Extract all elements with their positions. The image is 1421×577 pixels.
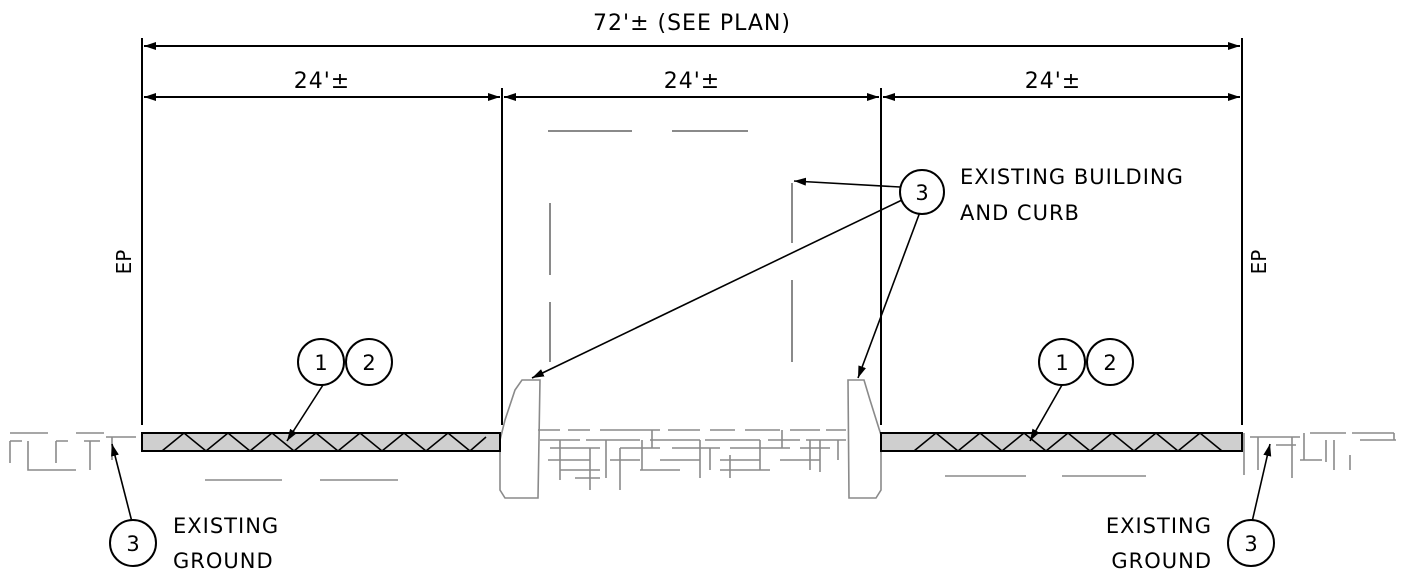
ground-right-leader [1251, 443, 1272, 523]
callout-number: 3 [915, 181, 928, 205]
callout-bubble-3-building [899, 169, 945, 215]
callout-pavement-left: 1 2 [297, 338, 393, 386]
left-dimension-label: 24'± [294, 69, 350, 94]
overall-dimension-label: 72'± (SEE PLAN) [593, 11, 791, 36]
ground-left-leader [111, 443, 133, 523]
curb-right-leader [857, 211, 921, 379]
callout-pavement-right: 1 2 [1038, 338, 1134, 386]
callout-ground-left: 3 EXISTING GROUND [109, 514, 279, 573]
pavement-left-leader [286, 384, 324, 442]
overall-dimension: 72'± (SEE PLAN) [141, 11, 1243, 425]
ground-right-note-line1: EXISTING [1106, 514, 1212, 538]
callout-number: 3 [126, 532, 139, 556]
right-dimension-label: 24'± [1025, 69, 1081, 94]
pavement-section-right [880, 431, 1243, 477]
building-leader [793, 177, 901, 188]
callout-building: 3 EXISTING BUILDING AND CURB [899, 165, 1184, 225]
callout-number: 2 [1103, 351, 1116, 375]
callout-number: 1 [314, 351, 327, 375]
pavement-section-left [141, 431, 501, 481]
ground-left-note-line1: EXISTING [173, 514, 279, 538]
curb-left-leader [531, 199, 903, 379]
building-note-line1: EXISTING BUILDING [960, 165, 1184, 189]
ground-right-note-line2: GROUND [1111, 549, 1212, 573]
leader-lines [111, 177, 1272, 523]
middle-dimension-label: 24'± [664, 69, 720, 94]
segment-dimensions: 24'± 24'± 24'± [144, 69, 1240, 425]
callout-number: 3 [1244, 532, 1257, 556]
existing-building-hidden-lines [548, 130, 793, 362]
callout-number: 2 [362, 351, 375, 375]
left-ep-label: EP [112, 250, 136, 275]
building-note-line2: AND CURB [960, 201, 1080, 225]
callout-number: 1 [1055, 351, 1068, 375]
callout-bubble-3-ground-left [109, 519, 157, 567]
callout-bubble-2-left [345, 338, 393, 386]
callout-ground-right: 3 EXISTING GROUND [1106, 514, 1275, 573]
existing-curb-left [499, 379, 541, 499]
right-ep-label: EP [1247, 250, 1271, 275]
callout-bubble-1-right [1038, 338, 1086, 386]
pavement-right-leader [1029, 384, 1063, 442]
callout-bubble-2-right [1086, 338, 1134, 386]
callout-bubble-1-left [297, 338, 345, 386]
existing-curb-right [847, 379, 882, 499]
callout-bubble-3-ground-right [1227, 519, 1275, 567]
existing-ground-right [1243, 432, 1396, 478]
existing-ground-left [9, 432, 136, 471]
ground-left-note-line2: GROUND [173, 549, 274, 573]
existing-ground-middle [538, 429, 846, 490]
